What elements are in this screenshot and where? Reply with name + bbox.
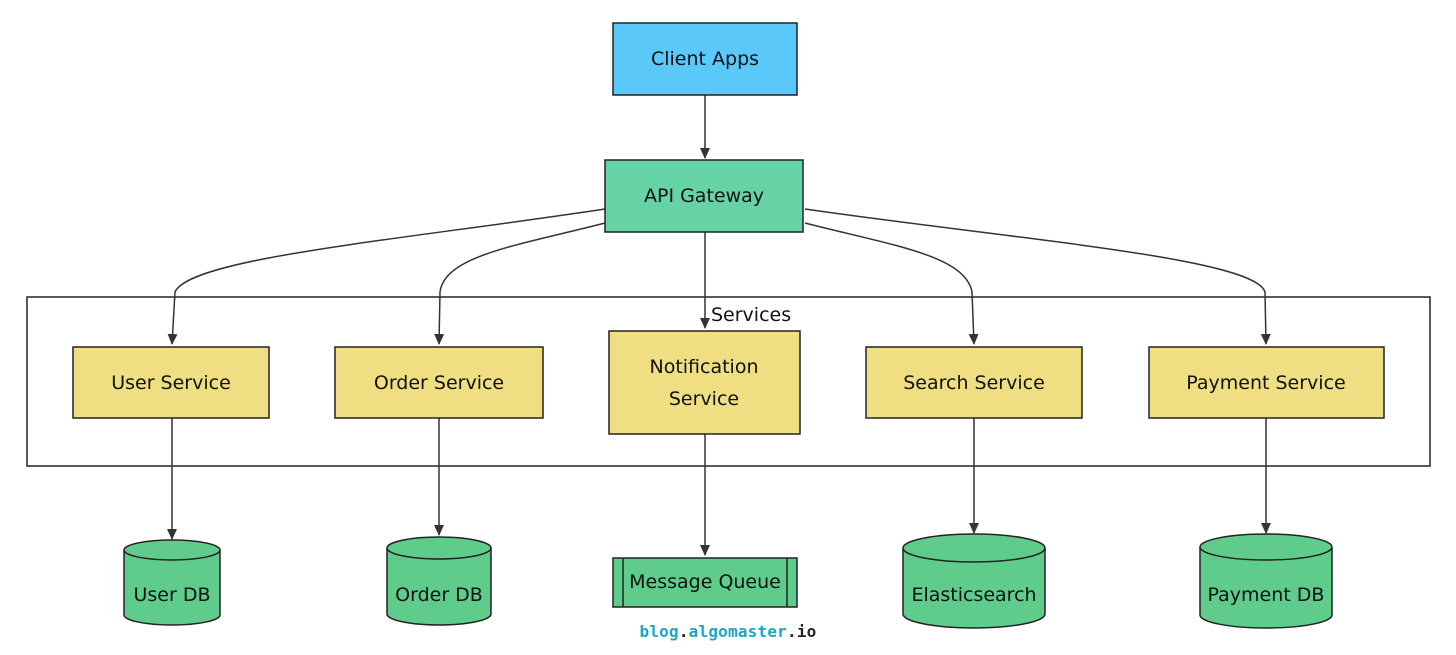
services-group [26,296,1431,467]
message-queue-label: Message Queue [629,571,781,593]
search-service-label: Search Service [903,372,1045,394]
watermark-io: .io [787,622,817,641]
order-db-label: Order DB [395,584,483,606]
user-db-cylinder: User DB [123,539,221,626]
payment-db-label: Payment DB [1208,584,1325,606]
message-queue-node: Message Queue [612,557,798,608]
edges [167,95,1271,556]
client-apps-node: Client Apps [612,22,798,96]
api-gateway-label: API Gateway [644,185,764,207]
user-db-label: User DB [133,584,210,606]
payment-service-node: Payment Service [1148,346,1385,419]
order-service-node: Order Service [334,346,544,419]
watermark-algomaster: algomaster [688,622,787,641]
payment-db-cylinder: Payment DB [1199,533,1333,629]
edge-gateway-to-payment-service [804,208,1271,345]
user-service-label: User Service [111,372,231,394]
watermark-dot: . [678,622,689,641]
notification-service-node: Notification Service [608,330,801,435]
edge-gateway-to-order-service [434,222,606,345]
order-service-label: Order Service [374,372,504,394]
edge-gateway-to-user-service [167,208,606,345]
watermark-blog: blog [639,622,679,641]
client-apps-label: Client Apps [651,48,759,70]
services-group-label: Services [711,304,791,326]
api-gateway-node: API Gateway [604,159,804,233]
elasticsearch-label: Elasticsearch [911,584,1036,606]
search-service-node: Search Service [865,346,1083,419]
notification-service-label-line2: Service [669,388,739,410]
watermark: blog.algomaster.io [0,622,1456,641]
notification-service-label-line1: Notification [649,356,758,378]
payment-service-label: Payment Service [1186,372,1345,394]
order-db-cylinder: Order DB [386,536,492,626]
user-service-node: User Service [72,346,270,419]
edge-gateway-to-search-service [804,222,979,345]
elasticsearch-cylinder: Elasticsearch [902,533,1046,629]
